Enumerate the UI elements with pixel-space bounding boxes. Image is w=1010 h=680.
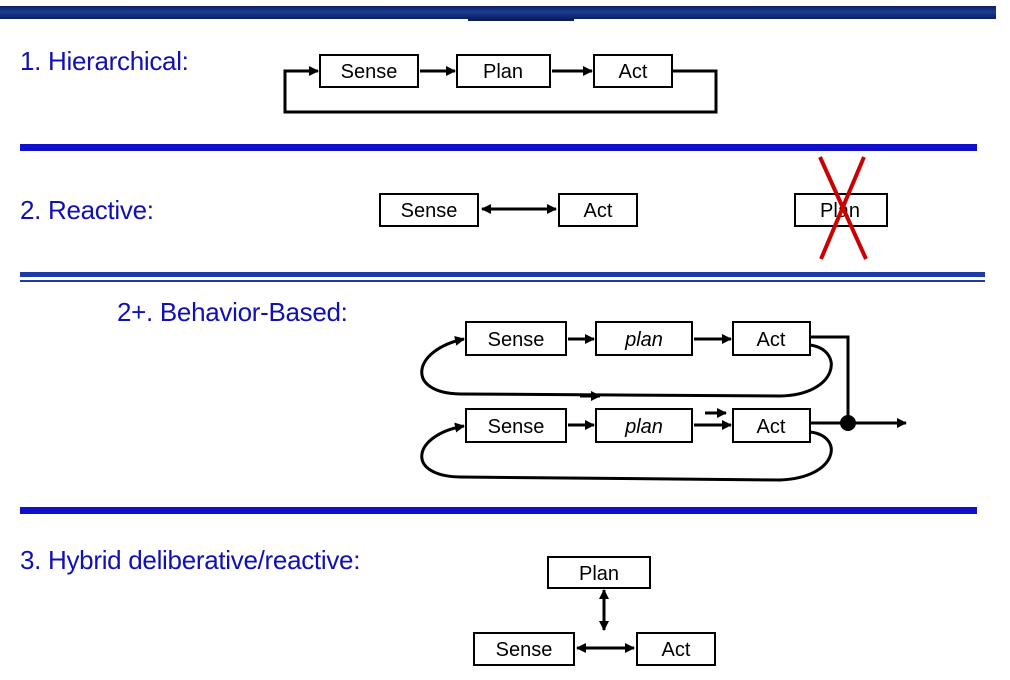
hierarchical-diagram: Sense Plan Act	[283, 54, 718, 114]
title-hybrid: 3. Hybrid deliberative/reactive:	[20, 545, 361, 575]
hier-sense-box	[319, 54, 419, 88]
bb-row2-plan-box	[595, 408, 693, 443]
bb-junction-dot	[840, 415, 856, 431]
reactive-plan-cross-2	[819, 156, 866, 260]
hier-plan-box	[456, 54, 551, 88]
bb-row1-sense-label: Sense	[488, 329, 545, 351]
separator-3	[20, 507, 977, 514]
separator-1	[20, 144, 977, 151]
hybrid-plan-box	[547, 556, 651, 589]
hybrid-sense-label: Sense	[496, 639, 553, 661]
hybrid-diagram: Plan Sense Act	[473, 556, 716, 666]
reactive-sense-box	[379, 193, 479, 227]
behavior-based-diagram: Sense plan Act Sense plan Act	[420, 321, 907, 482]
bb-row2-act-label: Act	[757, 416, 786, 438]
top-bar	[0, 6, 996, 19]
bb-row2-plan-label: plan	[624, 416, 663, 438]
bb-row1-act-label: Act	[757, 329, 786, 351]
reactive-act-box	[558, 193, 638, 227]
hybrid-sense-box	[473, 632, 575, 666]
reactive-act-label: Act	[584, 200, 613, 222]
title-hierarchical: 1. Hierarchical:	[20, 46, 189, 76]
title-reactive: 2. Reactive:	[20, 195, 154, 225]
bb-row2-feedback-loop	[420, 422, 833, 482]
bb-row2-sense-label: Sense	[488, 416, 545, 438]
hier-feedback-loop	[283, 66, 718, 114]
hier-sense-label: Sense	[341, 61, 398, 83]
hier-plan-label: Plan	[483, 61, 523, 83]
hybrid-act-box	[636, 632, 716, 666]
hybrid-plan-label: Plan	[579, 563, 619, 585]
bb-row1-plan-label: plan	[624, 329, 663, 351]
bb-row2-act-box	[732, 408, 811, 443]
bb-row1-plan-box	[595, 321, 693, 356]
hybrid-act-label: Act	[662, 639, 691, 661]
separator-2-thick	[20, 272, 985, 277]
separator-2-thin	[20, 280, 985, 282]
reactive-diagram: Sense Act Plan	[379, 156, 888, 260]
bb-row2-sense-box	[465, 408, 567, 443]
reactive-sense-label: Sense	[401, 200, 458, 222]
bb-row1-sense-box	[465, 321, 567, 356]
bb-row1-output-line	[810, 335, 850, 423]
hier-act-label: Act	[619, 61, 648, 83]
top-bar-notch	[468, 19, 574, 21]
hier-act-box	[593, 54, 673, 88]
title-behavior-based: 2+. Behavior-Based:	[117, 297, 348, 327]
bb-row1-feedback-loop	[420, 335, 833, 398]
